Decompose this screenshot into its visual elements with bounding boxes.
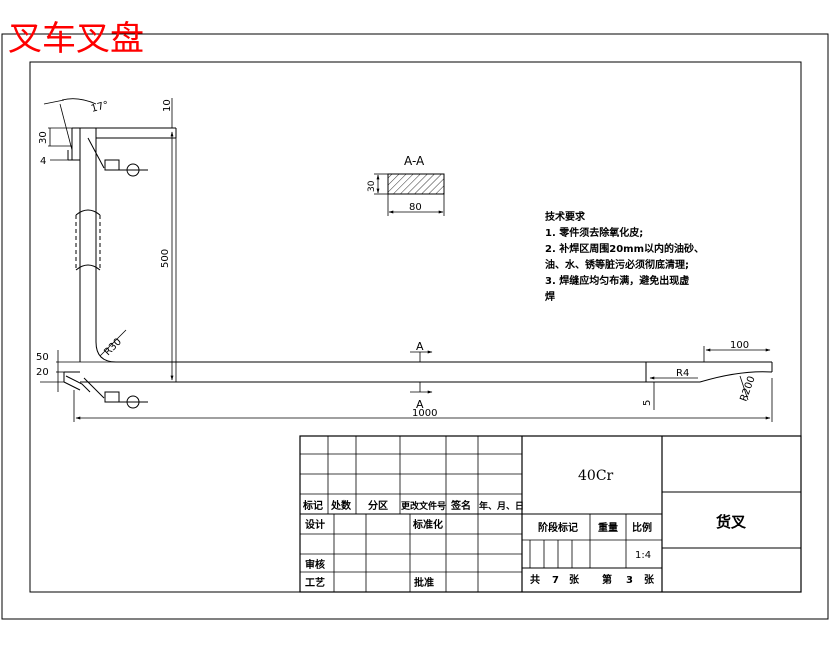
col-date: 年、月、日 [479, 500, 524, 512]
col-change-doc: 更改文件号 [401, 500, 446, 512]
inner-border [29, 61, 802, 593]
label-scale: 比例 [632, 521, 652, 534]
dim-5: 5 [642, 400, 653, 406]
dim-10: 10 [162, 99, 173, 112]
scale-value: 1:4 [635, 550, 651, 561]
title-block [299, 435, 802, 593]
tech-line-2: 2. 补焊区周围20mm以内的油砂、 [545, 242, 704, 255]
section-height: 30 [367, 180, 377, 192]
sheet-no: 3 [626, 575, 633, 586]
title-block-texts: 标记 处数 分区 更改文件号 签名 年、月、日 设计 标准化 审核 工艺 批准 … [302, 468, 747, 589]
dim-angle: 17° [90, 100, 110, 115]
section-a-a: A-A 30 80 [367, 154, 445, 216]
fork-side-view [63, 127, 773, 409]
sheet-no-prefix: 第 [602, 573, 612, 586]
outer-border [1, 33, 829, 620]
dim-4: 4 [40, 156, 46, 167]
col-count: 处数 [330, 499, 352, 512]
dim-r30: R30 [102, 336, 124, 358]
sheet-total-prefix: 共 [530, 573, 540, 586]
section-hatch [387, 173, 445, 195]
sheet-no-suffix: 张 [644, 573, 655, 586]
tech-line-5: 焊 [545, 290, 555, 303]
dim-500: 500 [160, 249, 171, 268]
col-mark: 标记 [302, 499, 323, 512]
section-width: 80 [409, 202, 422, 213]
tech-line-4: 3. 焊缝应均匀布满，避免出现虚 [545, 274, 689, 287]
col-zone: 分区 [368, 499, 388, 512]
sheet-total-suffix: 张 [569, 573, 580, 586]
tech-line-3: 油、水、锈等脏污必须彻底清理; [545, 258, 689, 271]
dim-50: 50 [36, 352, 49, 363]
material: 40Cr [578, 468, 614, 484]
label-standard: 标准化 [412, 518, 443, 531]
label-design: 设计 [305, 518, 325, 531]
part-name: 货叉 [716, 513, 747, 531]
cut-mark-top: A [416, 340, 424, 353]
page-title: 叉车叉盘 [8, 19, 144, 59]
cut-mark-bottom: A [416, 398, 424, 411]
label-approve: 批准 [414, 576, 434, 589]
tech-requirements: 技术要求 1. 零件须去除氧化皮; 2. 补焊区周围20mm以内的油砂、 油、水… [545, 210, 704, 303]
label-weight: 重量 [598, 521, 618, 534]
col-sign: 签名 [450, 499, 471, 512]
dim-20: 20 [36, 367, 49, 378]
label-process: 工艺 [305, 576, 325, 589]
tech-title: 技术要求 [545, 210, 586, 223]
section-title: A-A [404, 154, 425, 168]
label-review: 审核 [305, 558, 325, 571]
dimensions [40, 98, 773, 422]
dim-100: 100 [730, 340, 749, 351]
dim-r4: R4 [676, 368, 689, 379]
sheet-total: 7 [552, 575, 559, 586]
tech-line-1: 1. 零件须去除氧化皮; [545, 226, 643, 239]
label-stage: 阶段标记 [538, 521, 578, 534]
dim-30: 30 [38, 131, 49, 144]
dim-1000: 1000 [412, 408, 437, 419]
